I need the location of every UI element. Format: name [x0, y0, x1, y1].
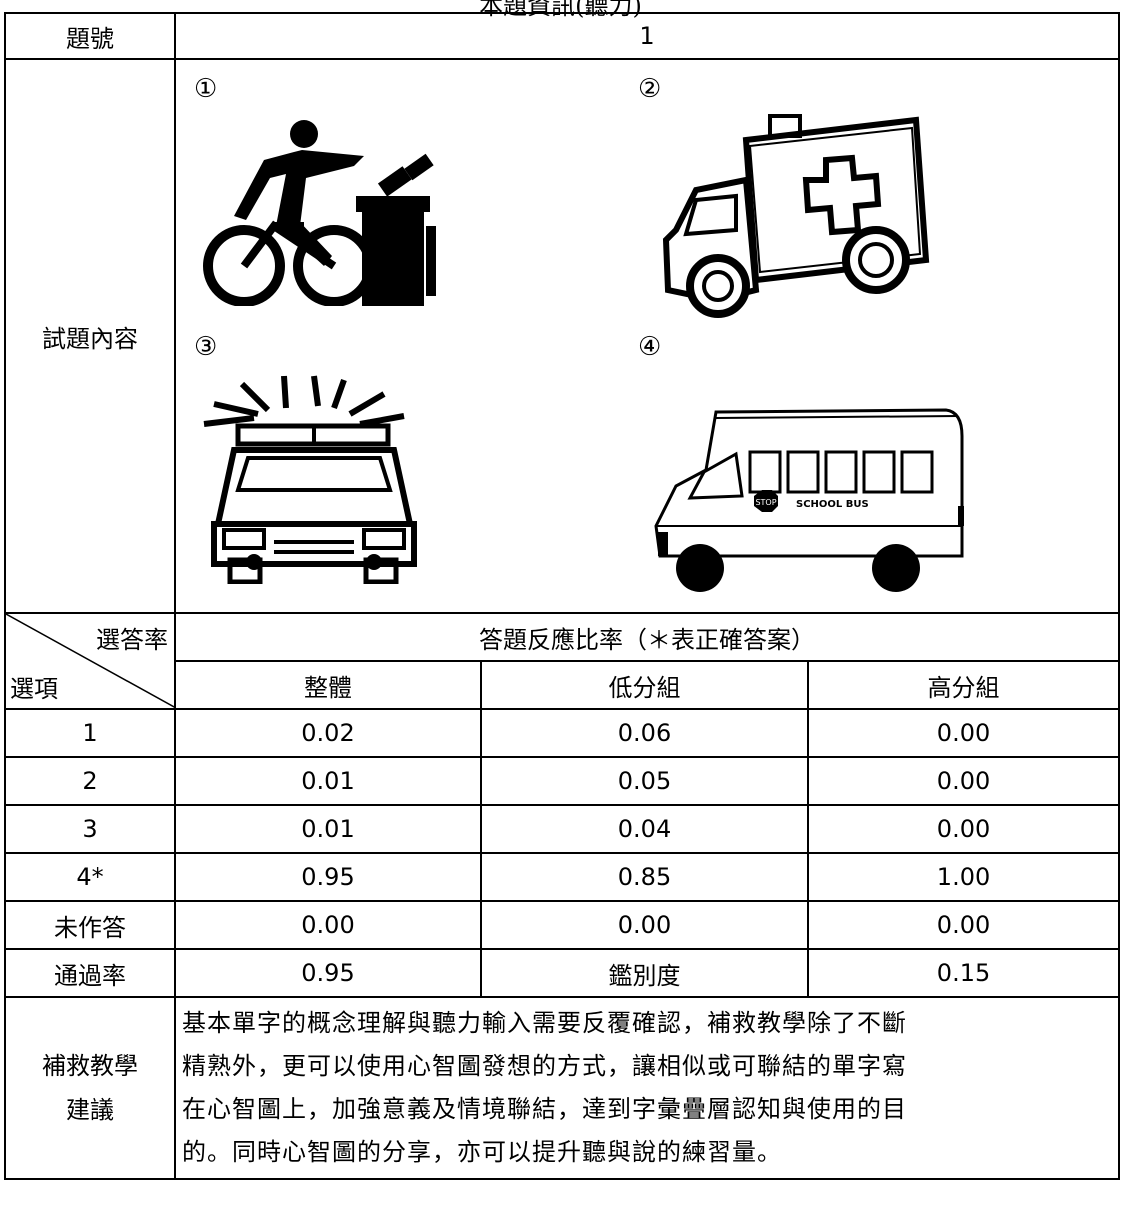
low-cell: 0.04	[480, 804, 809, 854]
pass-rate-row: 通過率 0.95 鑑別度 0.15	[4, 948, 1121, 998]
diagonal-divider	[6, 614, 176, 708]
low-group-header: 低分組	[480, 660, 809, 710]
high-cell: 0.00	[806, 756, 1121, 806]
option-cell: 未作答	[4, 900, 176, 950]
low-cell: 0.05	[480, 756, 809, 806]
option-mark-3: ③	[194, 332, 218, 362]
remedial-label: 補救教學 建議	[4, 996, 176, 1180]
option-cell: 4*	[4, 852, 176, 902]
stop-sign-text: STOP	[755, 498, 776, 507]
item-content-label: 試題內容	[4, 58, 176, 614]
overall-header: 整體	[174, 660, 482, 710]
remedial-advice: 基本單字的概念理解與聽力輸入需要反覆確認，補救教學除了不斷 精熟外，更可以使用心…	[173, 996, 1121, 1180]
item-no-value: 1	[173, 12, 1121, 60]
option-mark-4: ④	[638, 332, 662, 362]
police-car-icon	[203, 375, 417, 584]
overall-cell: 0.95	[174, 852, 482, 902]
table-row: 未作答 0.00 0.00 0.00	[4, 900, 1121, 950]
ambulance-icon	[662, 114, 930, 318]
option-label: 選項	[10, 675, 58, 703]
overall-cell: 0.00	[174, 900, 482, 950]
high-cell: 0.00	[806, 900, 1121, 950]
bicycle-recycling-icon	[203, 120, 436, 306]
school-bus-text: SCHOOL BUS	[796, 499, 869, 510]
overall-cell: 0.01	[174, 804, 482, 854]
overall-cell: 0.01	[174, 756, 482, 806]
item-analysis-table: 題號 1 試題內容 ① ② ③ ④	[4, 12, 1121, 1180]
item-no-label: 題號	[4, 12, 176, 60]
table-row: 4* 0.95 0.85 1.00	[4, 852, 1121, 902]
discrimination-label: 鑑別度	[480, 948, 809, 998]
choice-rate-option-header: 選答率 選項	[4, 612, 176, 710]
pass-rate-label: 通過率	[4, 948, 176, 998]
advice-line: 的。同時心智圖的分享，亦可以提升聽與說的練習量。	[182, 1138, 782, 1166]
option-cell: 3	[4, 804, 176, 854]
table-row: 2 0.01 0.05 0.00	[4, 756, 1121, 806]
high-cell: 1.00	[806, 852, 1121, 902]
choice-rate-label: 選答率	[96, 626, 168, 654]
item-content-area: ① ② ③ ④	[173, 58, 1121, 614]
option-cell: 2	[4, 756, 176, 806]
advice-line: 精熟外，更可以使用心智圖發想的方式，讓相似或可聯結的單字寫	[182, 1052, 907, 1080]
high-cell: 0.00	[806, 804, 1121, 854]
discrimination-value: 0.15	[806, 948, 1121, 998]
option-mark-1: ①	[194, 74, 218, 104]
high-group-header: 高分組	[806, 660, 1121, 710]
remedial-label-line1: 補救教學	[42, 1052, 138, 1080]
advice-line: 基本單字的概念理解與聽力輸入需要反覆確認，補救教學除了不斷	[182, 1009, 907, 1037]
option-cell: 1	[4, 708, 176, 758]
high-cell: 0.00	[806, 708, 1121, 758]
option-mark-2: ②	[638, 74, 662, 104]
low-cell: 0.06	[480, 708, 809, 758]
overall-cell: 0.02	[174, 708, 482, 758]
table-row: 3 0.01 0.04 0.00	[4, 804, 1121, 854]
low-cell: 0.00	[480, 900, 809, 950]
remedial-label-line2: 建議	[66, 1096, 114, 1124]
pass-rate-value: 0.95	[174, 948, 482, 998]
advice-line: 在心智圖上，加強意義及情境聯結，達到字彙疊層認知與使用的目	[182, 1095, 907, 1123]
table-row: 1 0.02 0.06 0.00	[4, 708, 1121, 758]
response-ratio-header: 答題反應比率（＊表正確答案）	[173, 612, 1121, 662]
low-cell: 0.85	[480, 852, 809, 902]
school-bus-icon: STOP SCHOOL BUS	[654, 408, 964, 592]
